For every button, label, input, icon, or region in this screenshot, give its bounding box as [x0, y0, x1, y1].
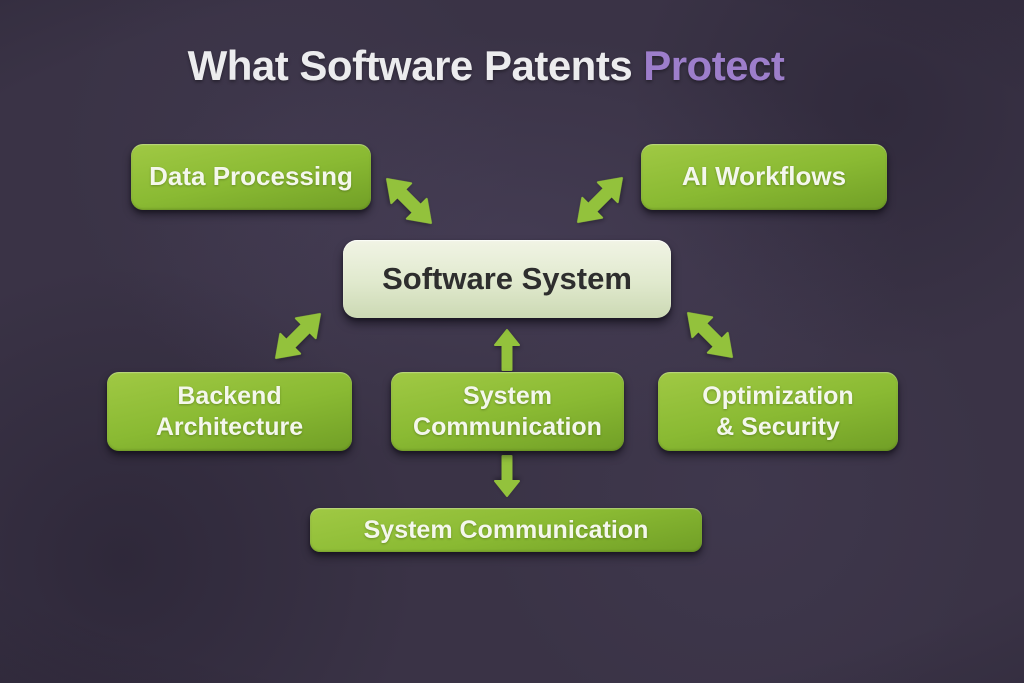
node-ai-workflows: AI Workflows	[641, 144, 887, 210]
connector-backend-architecture-software-system	[265, 303, 331, 369]
double-arrow-icon	[577, 177, 623, 223]
connector-ai-workflows-software-system	[567, 167, 633, 233]
node-system-communication-bottom: System Communication	[310, 508, 702, 552]
node-label: AI Workflows	[681, 161, 847, 192]
double-arrow-icon	[386, 178, 432, 224]
node-label: Software System	[382, 261, 632, 297]
arrow-up-icon	[494, 329, 520, 371]
node-label: Data Processing	[149, 161, 353, 192]
node-system-communication-middle: System Communication	[391, 372, 624, 451]
node-optimization-security: Optimization & Security	[658, 372, 898, 451]
node-backend-architecture: Backend Architecture	[107, 372, 352, 451]
connector-system-communication-software-system	[494, 329, 520, 371]
connector-optimization-security-software-system	[677, 302, 743, 368]
connector-system-communication-bottom	[494, 455, 520, 497]
double-arrow-icon	[687, 312, 733, 358]
page-title-highlight: Protect	[643, 42, 785, 89]
node-label: Backend Architecture	[155, 382, 304, 441]
page-title-prefix: What Software Patents	[187, 42, 633, 89]
connector-data-processing-software-system	[376, 168, 442, 234]
node-label: System Communication	[363, 515, 649, 544]
node-label: Optimization & Security	[702, 382, 854, 441]
arrow-down-icon	[494, 455, 520, 497]
node-data-processing: Data Processing	[131, 144, 371, 210]
node-software-system: Software System	[343, 240, 671, 318]
double-arrow-icon	[275, 313, 321, 359]
node-label: System Communication	[413, 382, 602, 441]
